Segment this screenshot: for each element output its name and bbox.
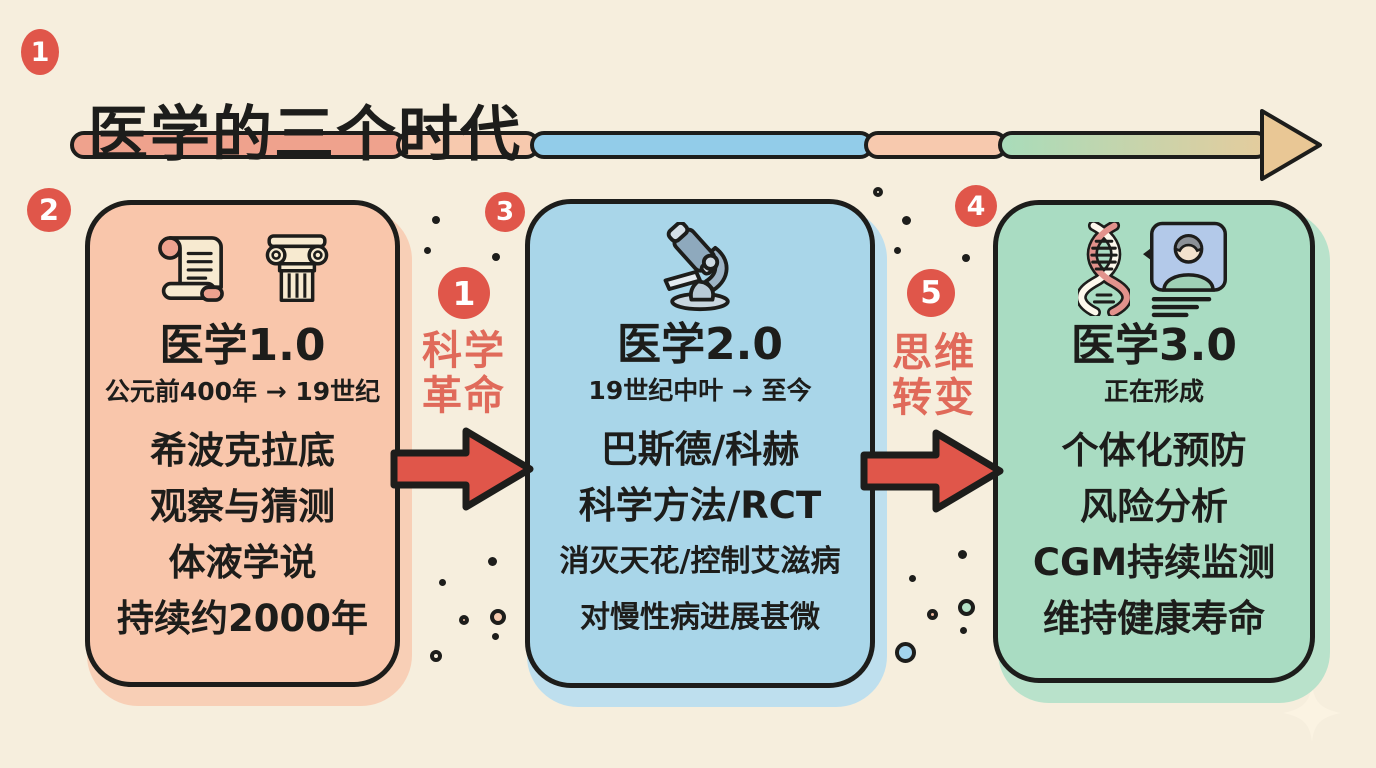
card3-line: CGM持续监测: [1032, 541, 1276, 584]
decor-dot: [424, 247, 431, 254]
decor-dot: [488, 557, 497, 566]
card2-title: 医学2.0: [617, 319, 783, 370]
card1-line: 持续约2000年: [117, 597, 368, 640]
card3-number-badge: 4: [955, 185, 997, 227]
timeline-segment-gap2: [864, 131, 1008, 159]
card1-title: 医学1.0: [159, 320, 326, 371]
card1-line: 观察与猜测: [150, 485, 335, 528]
card2-line: 消灭天花/控制艾滋病: [559, 544, 841, 579]
card3-line: 维持健康寿命: [1043, 597, 1265, 640]
timeline-arrowhead: [1260, 109, 1322, 181]
decor-ring: [430, 650, 442, 662]
timeline-segment-era3: [998, 131, 1270, 159]
decor-dot: [960, 627, 967, 634]
decor-dot: [492, 633, 499, 640]
transition1-label-line2: 革命: [422, 373, 506, 419]
card1-icons: [90, 224, 395, 318]
decor-ring: [895, 642, 916, 663]
transition1-label-line1: 科学: [422, 328, 506, 374]
card-medicine-3: 医学3.0 正在形成 个体化预防 风险分析 CGM持续监测 维持健康寿命: [993, 200, 1315, 683]
decor-dot: [958, 550, 967, 559]
decor-ring: [927, 609, 938, 620]
transition2-label: 思维 转变: [866, 331, 1002, 421]
card1-line: 体液学说: [168, 541, 317, 584]
card2-subtitle: 19世纪中叶 → 至今: [588, 376, 812, 405]
decor-dot: [909, 575, 916, 582]
transition1-number-badge: 1: [438, 267, 490, 319]
card3-line: 个体化预防: [1061, 429, 1247, 472]
card2-line: 科学方法/RCT: [578, 484, 822, 527]
card3-lines: 个体化预防 风险分析 CGM持续监测 维持健康寿命: [998, 423, 1310, 647]
card1-number-badge: 2: [27, 188, 71, 232]
transition2-label-line2: 转变: [892, 375, 976, 421]
card3-title: 医学3.0: [1071, 320, 1237, 371]
card3-subtitle: 正在形成: [1103, 377, 1204, 406]
decor-dot: [894, 247, 901, 254]
card2-line: 对慢性病进展甚微: [580, 600, 820, 635]
scroll-icon: [149, 225, 233, 317]
timeline-arrow: [70, 109, 1322, 181]
transition2-label-line1: 思维: [892, 330, 976, 376]
timeline-segment-era2: [530, 131, 874, 159]
transition1-arrow-icon: [390, 427, 534, 511]
decor-dot: [432, 216, 440, 224]
decor-dot: [902, 216, 911, 225]
sparkle-icon: [1283, 684, 1341, 742]
card2-number-badge: 3: [485, 192, 525, 232]
card3-icons: [998, 220, 1310, 320]
patient-profile-icon: [1140, 220, 1230, 322]
decor-ring: [459, 615, 469, 625]
card1-line: 希波克拉底: [150, 429, 335, 472]
decor-ring: [490, 609, 506, 625]
decor-dot: [439, 579, 446, 586]
card1-subtitle: 公元前400年 → 19世纪: [104, 377, 381, 406]
transition2-number-badge: 5: [907, 269, 955, 317]
microscope-icon: [654, 220, 746, 318]
decor-dot: [962, 254, 970, 262]
transition2-arrow-icon: [860, 429, 1004, 513]
decor-ring: [873, 187, 883, 197]
decor-dot: [492, 253, 500, 261]
decor-ring: [958, 599, 975, 616]
transition1-label: 科学 革命: [396, 329, 532, 419]
card2-lines: 巴斯德/科赫 科学方法/RCT 消灭天花/控制艾滋病 对慢性病进展甚微: [530, 422, 870, 646]
header-number-badge: 1: [21, 29, 59, 75]
greek-column-icon: [257, 225, 337, 317]
card3-line: 风险分析: [1080, 485, 1228, 528]
card2-icons: [530, 220, 870, 318]
card-medicine-1: 医学1.0 公元前400年 → 19世纪 希波克拉底 观察与猜测 体液学说 持续…: [85, 200, 400, 687]
page-title: 医学的三个时代: [88, 100, 522, 171]
card2-line: 巴斯德/科赫: [600, 428, 800, 471]
card1-lines: 希波克拉底 观察与猜测 体液学说 持续约2000年: [90, 423, 395, 647]
card-medicine-2: 医学2.0 19世纪中叶 → 至今 巴斯德/科赫 科学方法/RCT 消灭天花/控…: [525, 199, 875, 688]
dna-icon: [1075, 220, 1133, 320]
